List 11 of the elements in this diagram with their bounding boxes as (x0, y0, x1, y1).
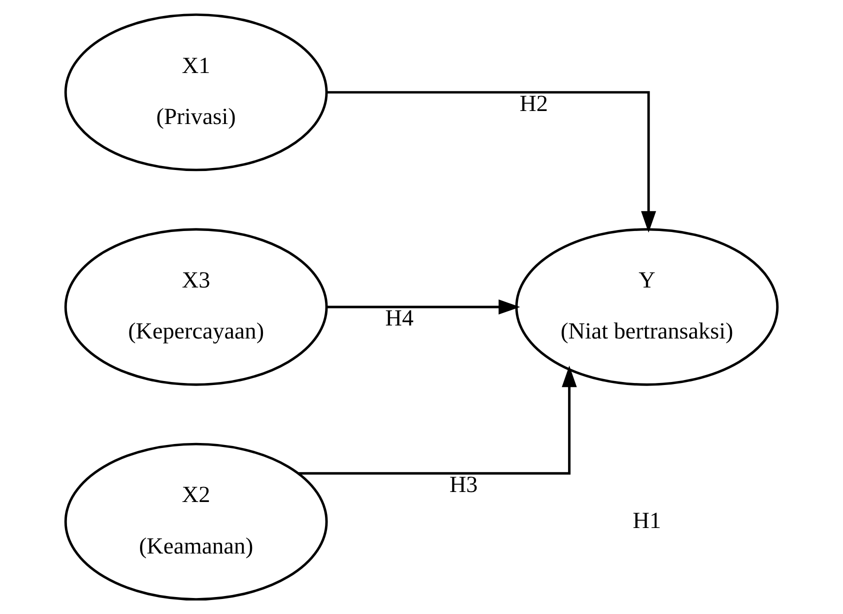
arrow (327, 299, 520, 315)
node-ellipse: Y (Niat bertransaksi) (515, 228, 779, 386)
edge-label: H3 (449, 472, 478, 498)
arrow (326, 91, 656, 233)
edge-label: H4 (385, 305, 414, 332)
node-ellipse: X2 (Keamanan) (64, 442, 328, 601)
node-ellipse: X1 (Privasi) (64, 13, 328, 172)
arrow (298, 366, 577, 475)
label: H1 (632, 508, 662, 534)
edge-label: H2 (520, 90, 548, 117)
node-ellipse: X3 (Kepercayaan) (64, 228, 328, 386)
